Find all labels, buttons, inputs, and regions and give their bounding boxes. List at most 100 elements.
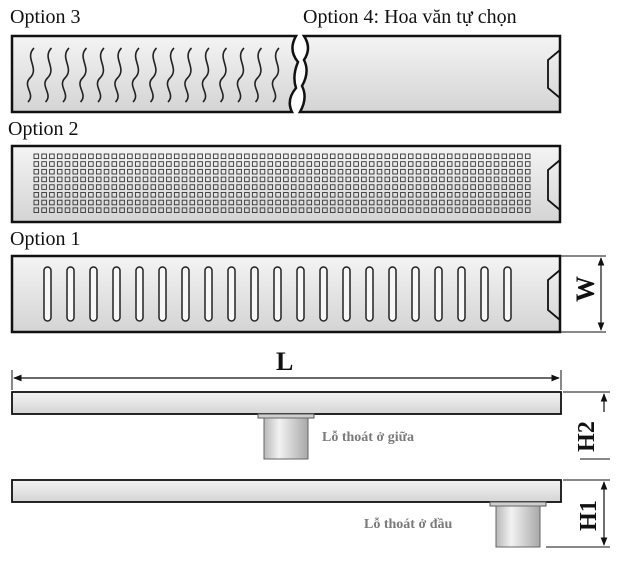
grid-hole [407,184,414,190]
grid-hole [306,161,313,167]
grid-hole [361,199,367,206]
grid-hole [244,161,250,167]
vertical-slot [43,266,52,322]
grid-hole [353,153,359,160]
grid-hole [134,199,141,206]
grid-hole [431,207,437,213]
grid-hole [454,199,461,206]
grid-hole [267,192,274,198]
grid-hole [454,153,461,160]
grid-hole [415,168,422,175]
grid-hole [298,168,305,175]
grid-hole [275,184,281,190]
grid-hole [251,176,258,183]
grid-hole [501,199,508,206]
grid-hole [236,161,242,167]
grid-hole [337,176,344,183]
grid-hole [88,168,94,175]
grid-hole [329,153,336,160]
grid-hole [509,207,515,213]
grid-hole [431,168,437,175]
grid-hole [111,184,118,190]
grid-hole [384,168,391,175]
grid-hole [423,199,430,206]
grid-hole [80,207,86,213]
grid-hole [275,199,281,206]
wave-slot [149,47,158,103]
grid-hole [353,207,359,213]
grid-hole [283,168,289,175]
grid-hole [407,161,414,167]
grid-hole [322,176,328,183]
grid-hole [470,207,476,213]
grid-hole [80,184,86,190]
grid-hole [337,161,344,167]
grid-hole [478,184,484,190]
grid-hole [197,168,203,175]
grid-hole [478,192,484,198]
grid-hole [88,192,94,198]
grid-hole [33,199,40,206]
grid-hole [41,176,47,183]
grid-hole [439,168,445,175]
grid-hole [95,184,102,190]
side-view-center-outlet [11,391,562,460]
wave-slot [254,47,263,103]
grid-hole [400,161,406,167]
grid-hole [158,192,164,198]
grid-hole [509,161,515,167]
grid-hole [415,192,422,198]
grid-hole [462,192,469,198]
grid-hole [236,153,242,160]
grid-hole [298,153,305,160]
grid-hole [283,184,289,190]
grid-hole [478,199,484,206]
grid-hole [150,207,157,213]
grid-hole [267,184,274,190]
grid-hole [283,207,289,213]
grid-hole [72,176,79,183]
grid-hole [49,199,55,206]
grid-hole [259,176,266,183]
grid-hole [64,168,71,175]
grid-hole [41,192,47,198]
grid-hole [41,168,47,175]
grid-hole [361,176,367,183]
grid-hole [244,176,250,183]
grid-hole [134,168,141,175]
grid-hole [166,192,172,198]
grid-hole [446,168,453,175]
grid-hole [72,161,79,167]
width-dimension [560,255,606,333]
grid-hole [337,192,344,198]
grid-hole [454,207,461,213]
grid-hole [337,153,344,160]
grid-hole [329,168,336,175]
grid-hole [56,192,63,198]
grid-hole [524,199,531,206]
grid-hole [275,176,281,183]
grid-hole [509,168,515,175]
grid-hole [134,176,141,183]
grid-hole [384,207,391,213]
grid-hole [493,153,500,160]
grid-hole [220,161,227,167]
grid-hole [259,184,266,190]
grid-hole [259,153,266,160]
grid-hole [493,207,500,213]
grid-hole [345,192,352,198]
length-dimension [11,370,562,390]
grid-hole [56,176,63,183]
grid-hole [127,192,133,198]
grid-hole [314,184,320,190]
grid-hole [353,192,359,198]
grid-hole [290,199,297,206]
wave-slot [201,47,210,103]
grid-hole [228,199,235,206]
grid-hole [517,199,523,206]
vertical-slot [158,266,167,322]
grid-hole [127,168,133,175]
grid-hole [49,176,55,183]
grid-hole [95,176,102,183]
wave-slot [219,47,228,103]
